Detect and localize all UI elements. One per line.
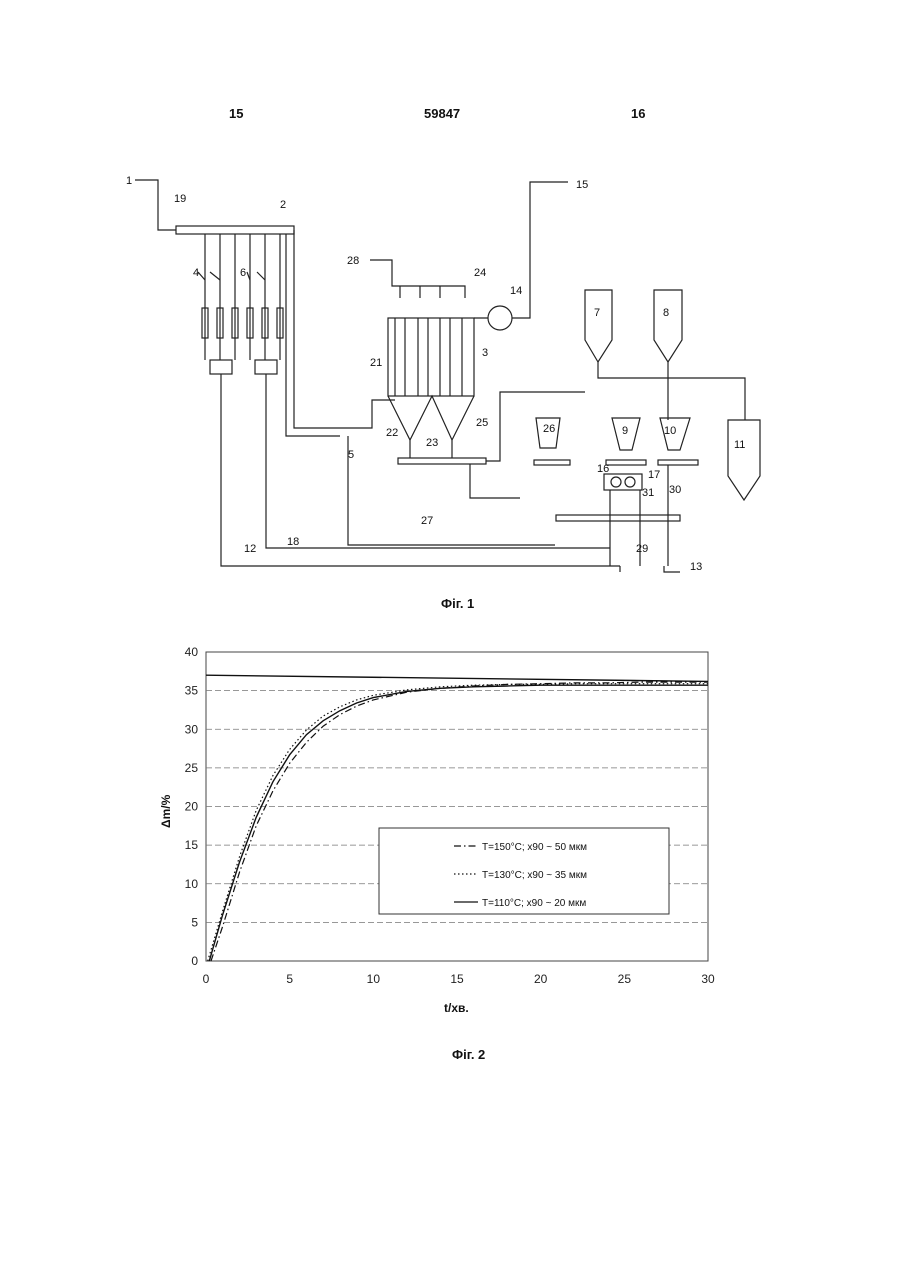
chart-legend-label: T=150°C; x90 ~ 50 мкм	[482, 842, 587, 853]
label-8: 8	[663, 307, 669, 319]
chart-series-line-0	[211, 682, 708, 961]
chart-x-tick-label: 15	[450, 972, 464, 986]
label-4: 4	[193, 267, 199, 279]
chart-series-line-1	[208, 684, 708, 961]
label-10: 10	[664, 425, 676, 437]
figure-2-caption: Фіг. 2	[452, 1047, 485, 1062]
chart-y-tick-label: 0	[191, 954, 198, 968]
label-22: 22	[386, 427, 398, 439]
chart-y-axis-label: Δm/%	[159, 794, 173, 828]
label-15: 15	[576, 179, 588, 191]
chart-series-line-2	[209, 685, 708, 961]
process-schematic: 1 19 2 15 28 24 14 3 21 22 23 25 5 26 9 …	[0, 0, 901, 600]
label-2: 2	[280, 199, 286, 211]
label-3: 3	[482, 347, 488, 359]
chart-x-tick-label: 25	[618, 972, 632, 986]
label-12: 12	[244, 543, 256, 555]
chart-y-tick-label: 15	[185, 838, 199, 852]
chart-legend-label: T=110°C; x90 ~ 20 мкм	[482, 898, 586, 909]
chart-y-tick-label: 5	[191, 915, 198, 929]
chart-series-line-3	[206, 675, 708, 681]
label-21: 21	[370, 357, 382, 369]
label-23: 23	[426, 437, 438, 449]
chart-y-tick-label: 30	[185, 722, 199, 736]
label-17: 17	[648, 469, 660, 481]
label-1: 1	[126, 175, 132, 187]
label-5: 5	[348, 449, 354, 461]
chart-y-tick-label: 35	[185, 684, 199, 698]
label-16: 16	[597, 463, 609, 475]
label-29: 29	[636, 543, 648, 555]
label-27: 27	[421, 515, 433, 527]
chart-y-tick-label: 20	[185, 800, 199, 814]
label-31: 31	[642, 487, 654, 499]
chart-x-axis-label: t/хв.	[444, 1001, 469, 1015]
label-13: 13	[690, 561, 702, 573]
chart-x-tick-label: 10	[367, 972, 381, 986]
label-18: 18	[287, 536, 299, 548]
label-30: 30	[669, 484, 681, 496]
label-25: 25	[476, 417, 488, 429]
figure-1-caption: Фіг. 1	[441, 596, 474, 611]
chart-y-tick-label: 40	[185, 645, 199, 659]
chart-legend: T=150°C; x90 ~ 50 мкмT=130°C; x90 ~ 35 м…	[379, 828, 669, 914]
label-26: 26	[543, 423, 555, 435]
label-9: 9	[622, 425, 628, 437]
chart-x-tick-label: 30	[701, 972, 715, 986]
chart-x-tick-label: 5	[286, 972, 293, 986]
label-19: 19	[174, 193, 186, 205]
label-7: 7	[594, 307, 600, 319]
chart-x-tick-label: 0	[203, 972, 210, 986]
chart-y-tick-label: 25	[185, 761, 199, 775]
chart-y-tick-label: 10	[185, 877, 199, 891]
chart-plot-area	[206, 652, 708, 961]
chart-legend-label: T=130°C; x90 ~ 35 мкм	[482, 870, 587, 881]
chart-x-tick-label: 20	[534, 972, 548, 986]
label-6: 6	[240, 267, 246, 279]
label-14: 14	[510, 285, 522, 297]
label-24: 24	[474, 267, 486, 279]
label-11: 11	[734, 439, 745, 451]
label-28: 28	[347, 255, 359, 267]
